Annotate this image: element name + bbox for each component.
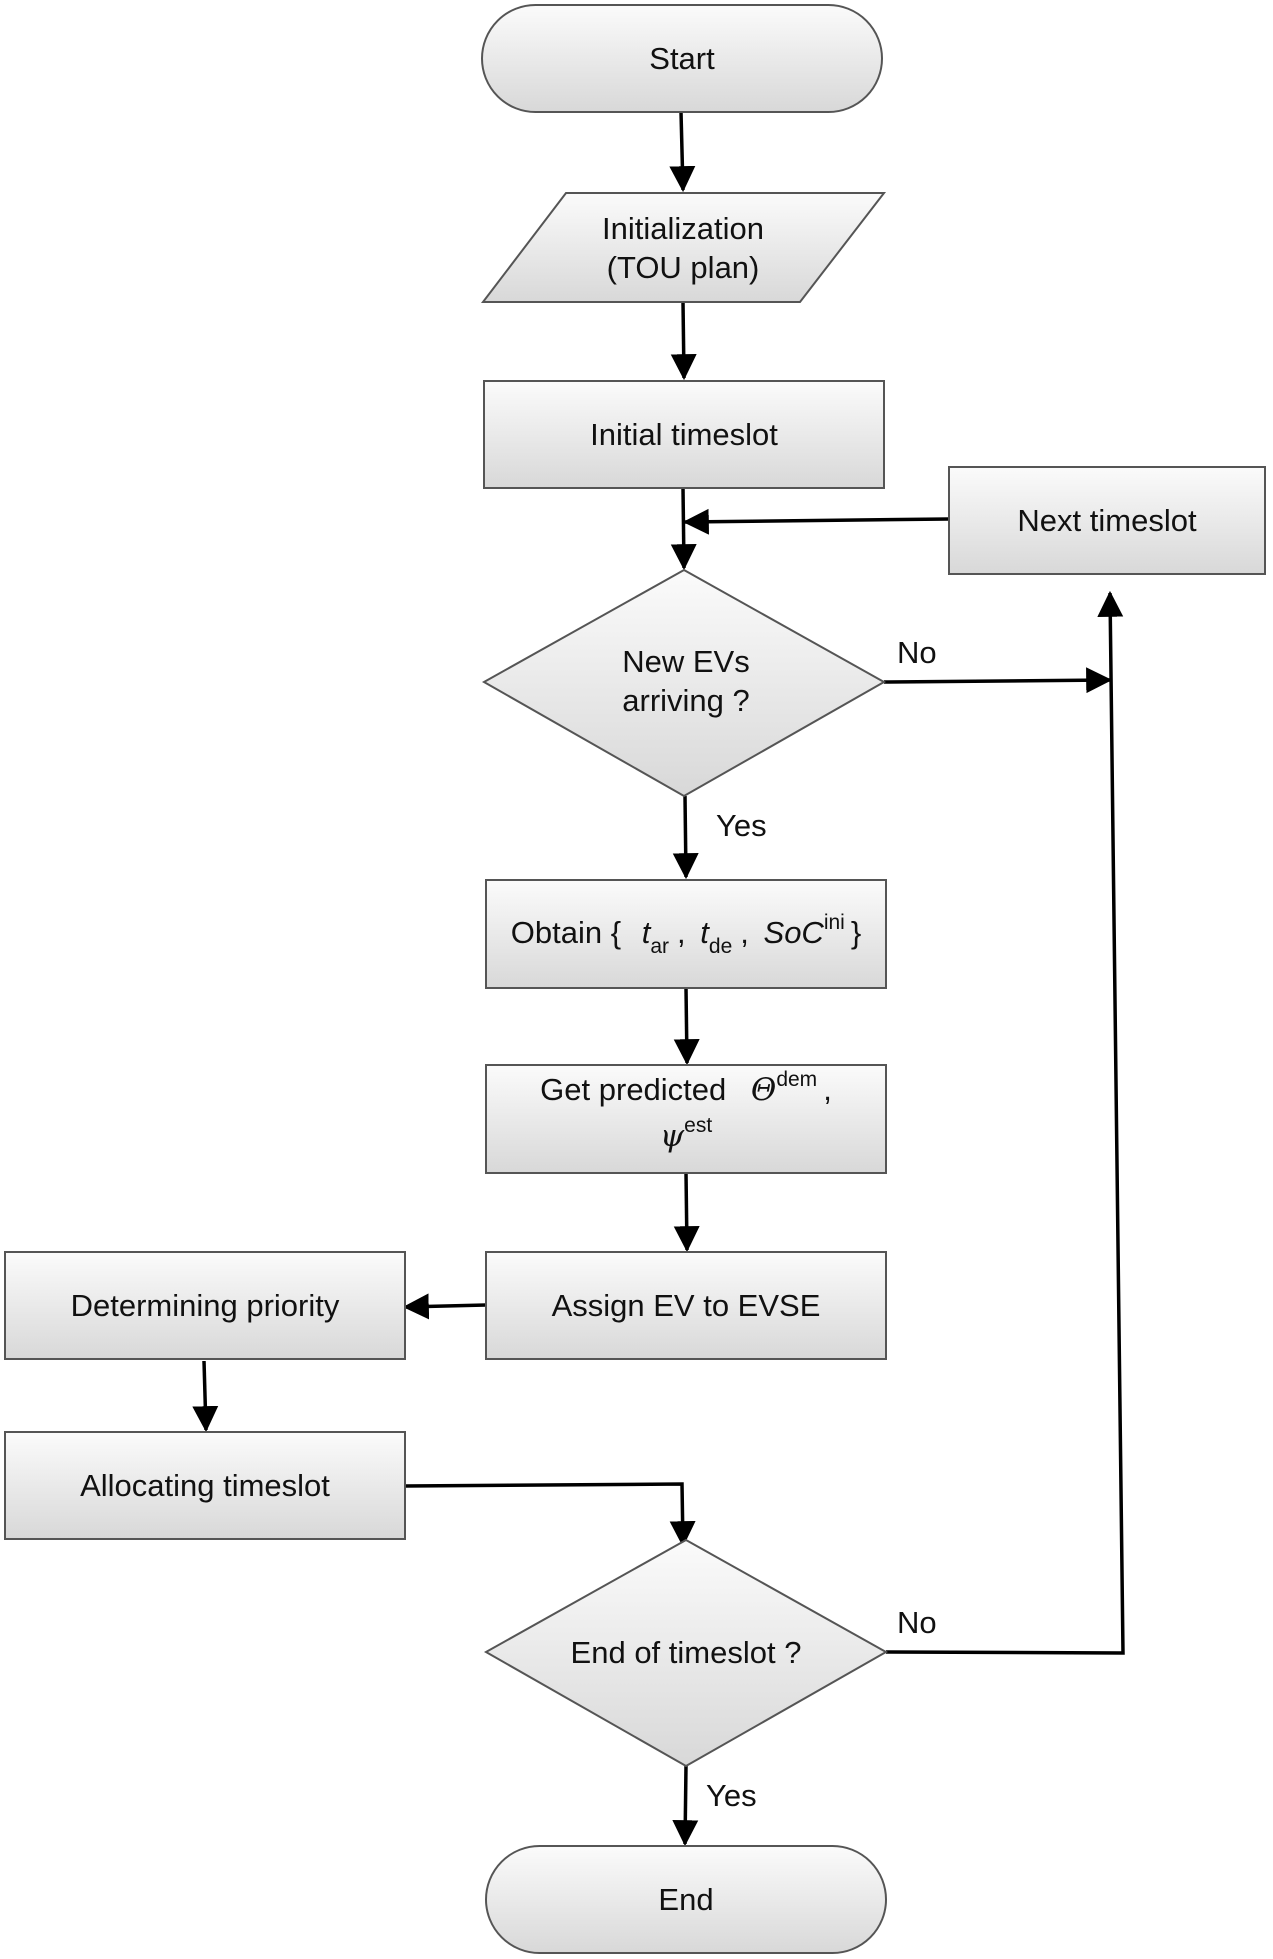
process-allocating-timeslot: Allocating timeslot xyxy=(4,1431,406,1540)
io-initialization: Initialization (TOU plan) xyxy=(480,192,887,303)
obtain-t-ar: t xyxy=(642,915,652,950)
predicted-theta: Θ xyxy=(751,1072,776,1108)
predicted-label-line1: Get predicted Θdem, xyxy=(540,1068,832,1108)
process-determining-priority: Determining priority xyxy=(4,1251,406,1360)
end-label: End xyxy=(658,1882,713,1917)
process-next-timeslot: Next timeslot xyxy=(948,466,1266,575)
edge-label-yes-new-evs: Yes xyxy=(716,808,767,843)
start-label: Start xyxy=(649,41,715,76)
new-evs-label-line2: arriving ? xyxy=(622,683,750,718)
edge-diamond-no-to-right xyxy=(883,667,1113,694)
next-timeslot-label: Next timeslot xyxy=(1017,503,1197,538)
obtain-ini-sup: ini xyxy=(824,911,845,934)
predicted-prefix: Get predicted xyxy=(540,1072,726,1107)
edge-diamond-yes-to-obtain xyxy=(672,795,699,880)
obtain-sep2: , xyxy=(740,915,749,950)
decision-end-timeslot: End of timeslot ? xyxy=(483,1538,889,1768)
process-obtain: Obtain { tar, tde, SoCini} xyxy=(485,879,887,989)
process-assign: Assign EV to EVSE xyxy=(485,1251,887,1360)
edge-assign-to-determining xyxy=(402,1293,487,1320)
predicted-label-line2: ψest xyxy=(660,1114,712,1154)
edge-label-yes-end-timeslot: Yes xyxy=(706,1778,757,1813)
terminal-start: Start xyxy=(481,4,883,113)
edge-allocating-to-end-diamond xyxy=(404,1482,696,1548)
obtain-de-sub: de xyxy=(709,935,732,958)
obtain-sep1: , xyxy=(677,915,686,950)
allocating-label: Allocating timeslot xyxy=(80,1468,330,1503)
obtain-t-de: t xyxy=(700,915,710,950)
process-predicted: Get predicted Θdem, ψest xyxy=(485,1064,887,1174)
predicted-psi: ψ xyxy=(660,1118,685,1154)
edge-determining-to-allocating xyxy=(192,1360,219,1433)
obtain-suffix: } xyxy=(851,915,861,950)
process-initial-timeslot: Initial timeslot xyxy=(483,380,885,489)
predicted-dem-sup: dem xyxy=(776,1068,817,1091)
edge-init-to-initial-timeslot xyxy=(670,301,697,381)
determining-label: Determining priority xyxy=(71,1288,340,1323)
initial-timeslot-label: Initial timeslot xyxy=(590,417,778,452)
edge-obtain-to-predicted xyxy=(673,987,700,1066)
predicted-comma: , xyxy=(823,1072,832,1107)
edge-next-timeslot-merge xyxy=(682,508,950,535)
assign-label: Assign EV to EVSE xyxy=(552,1288,821,1323)
obtain-soc: SoC xyxy=(764,915,825,950)
edge-start-to-init xyxy=(669,111,696,193)
edge-end-diamond-yes-to-end xyxy=(672,1765,699,1847)
new-evs-label-line1: New EVs xyxy=(622,644,749,679)
decision-new-evs: New EVs arriving ? xyxy=(481,568,887,798)
terminal-end: End xyxy=(485,1845,887,1954)
edge-predicted-to-assign xyxy=(673,1172,700,1253)
obtain-ar-sub: ar xyxy=(650,935,669,958)
edges xyxy=(192,111,1125,1847)
edge-end-diamond-no-loop xyxy=(885,590,1125,1655)
initialization-label-line2: (TOU plan) xyxy=(607,250,760,285)
obtain-label: Obtain { tar, tde, SoCini} xyxy=(511,911,861,958)
end-timeslot-label: End of timeslot ? xyxy=(571,1635,802,1670)
edge-initial-to-diamond xyxy=(670,487,697,571)
initialization-label-line1: Initialization xyxy=(602,211,764,246)
predicted-est-sup: est xyxy=(684,1114,712,1137)
edge-label-no-end-timeslot: No xyxy=(897,1605,937,1640)
edge-label-no-new-evs: No xyxy=(897,635,937,670)
obtain-prefix: Obtain { xyxy=(511,915,621,950)
